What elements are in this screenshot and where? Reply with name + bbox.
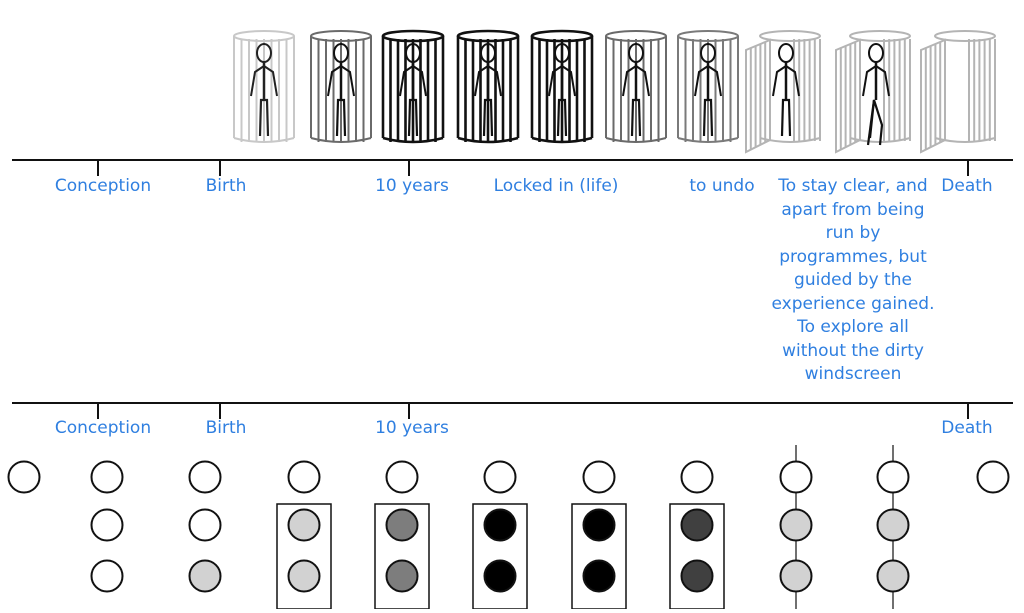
- circle-bottom: [188, 559, 222, 593]
- circle-bottom: [582, 559, 616, 593]
- circle-middle: [582, 508, 616, 542]
- circle-column-6: [472, 460, 528, 610]
- bottom-label-birth: Birth: [205, 418, 247, 438]
- circle-middle: [876, 508, 910, 542]
- figure-arms: [772, 64, 800, 97]
- bottom-timeline: [12, 402, 1013, 419]
- circle-top: [976, 460, 1010, 494]
- circle-middle: [385, 508, 419, 542]
- circle-column-3: [188, 460, 222, 593]
- circle-bottom: [680, 559, 714, 593]
- circle-middle: [483, 508, 517, 542]
- circle-middle: [287, 508, 321, 542]
- figure-head: [778, 43, 794, 63]
- figure-legs: [258, 98, 270, 137]
- circle-middle: [188, 508, 222, 542]
- figure-legs: [335, 98, 347, 137]
- circle-top: [7, 460, 41, 494]
- figure-legs: [702, 98, 714, 137]
- figure-legs: [556, 98, 568, 137]
- circle-column-8: [669, 460, 725, 610]
- cage-1: [233, 30, 295, 143]
- figure-legs: [482, 98, 494, 137]
- circle-column-11: [976, 460, 1010, 494]
- cage-top-rim: [849, 30, 911, 42]
- circle-column-1: [7, 460, 41, 494]
- top-label-death: Death: [941, 176, 993, 196]
- circle-bottom: [876, 559, 910, 593]
- cage-door: [835, 38, 861, 154]
- bottom-label-10-years: 10 years: [375, 418, 449, 438]
- figure-leg: [866, 99, 876, 146]
- top-label-10-years: 10 years: [375, 176, 449, 196]
- circle-top: [385, 460, 419, 494]
- circle-middle: [90, 508, 124, 542]
- circle-column-9: [779, 445, 813, 609]
- figure-arms: [862, 64, 890, 97]
- top-label-conception: Conception: [54, 176, 152, 196]
- cage-6: [605, 30, 667, 143]
- circle-bottom: [483, 559, 517, 593]
- figure-legs: [780, 98, 792, 137]
- cage-2: [310, 30, 372, 143]
- cage-top-rim: [934, 30, 996, 42]
- circle-bottom: [287, 559, 321, 593]
- circle-column-5: [374, 460, 430, 610]
- cage-9: [835, 30, 911, 154]
- circle-column-10: [876, 445, 910, 609]
- circle-column-7: [571, 460, 627, 610]
- circle-top: [876, 460, 910, 494]
- top-label-to-undo: to undo: [689, 176, 755, 196]
- figure-legs: [630, 98, 642, 137]
- circle-bottom: [385, 559, 419, 593]
- figure-arms: [327, 64, 355, 97]
- cage-10: [920, 30, 996, 154]
- cage-4: [456, 29, 520, 144]
- cage-top-rim: [759, 30, 821, 42]
- figure-legs: [407, 98, 419, 137]
- cage-door: [920, 38, 946, 154]
- circle-top: [483, 460, 517, 494]
- circle-column-4: [276, 460, 332, 610]
- cage-5: [530, 29, 594, 144]
- figure-head: [868, 43, 884, 63]
- figure-arms: [250, 64, 278, 97]
- figure-arms: [474, 64, 502, 97]
- top-timeline: [12, 159, 1013, 176]
- bottom-label-death: Death: [941, 418, 993, 438]
- top-label-locked-in: Locked in (life): [493, 176, 619, 196]
- figure-arms: [548, 64, 576, 97]
- circle-top: [779, 460, 813, 494]
- figure-arms: [399, 64, 427, 97]
- cage-3: [381, 29, 445, 144]
- circle-top: [90, 460, 124, 494]
- circle-top: [188, 460, 222, 494]
- circle-bottom: [779, 559, 813, 593]
- circle-middle: [680, 508, 714, 542]
- circle-middle: [779, 508, 813, 542]
- top-label-birth: Birth: [205, 176, 247, 196]
- top-label-stay-clear: To stay clear, and apart from being run …: [771, 176, 935, 384]
- cage-8: [745, 30, 821, 154]
- circle-top: [582, 460, 616, 494]
- bottom-label-conception: Conception: [54, 418, 152, 438]
- figure-arms: [622, 64, 650, 97]
- circle-top: [680, 460, 714, 494]
- circle-column-2: [90, 460, 124, 593]
- cage-door: [745, 38, 771, 154]
- figure-arms: [694, 64, 722, 97]
- cage-7: [677, 30, 739, 143]
- circle-bottom: [90, 559, 124, 593]
- circle-top: [287, 460, 321, 494]
